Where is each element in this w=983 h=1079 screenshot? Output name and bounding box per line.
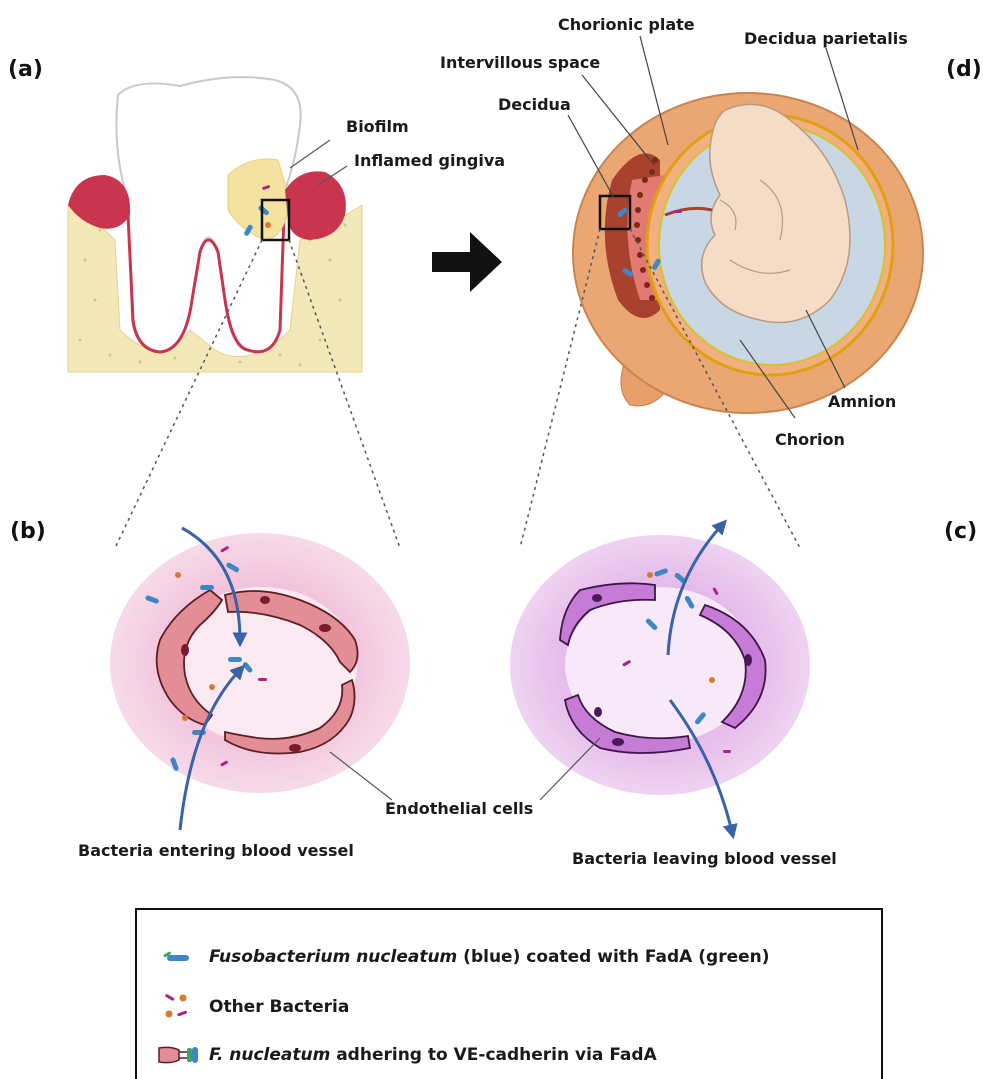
other-bacterium [258,678,267,681]
other-bacterium [182,715,188,721]
zoom-line [520,229,600,548]
legend: Fusobacterium nucleatum (blue) coated wi… [135,908,883,1079]
vessel-entering [110,528,410,830]
legend-adhere: F. nucleatum adhering to VE-cadherin via… [157,1040,657,1070]
other-bacterium [723,750,731,753]
panel-label-c: (c) [944,519,977,544]
label-bacteria-leaving: Bacteria leaving blood vessel [572,849,837,868]
tooth-illustration [68,77,362,372]
legend-adhere-name: F. nucleatum [209,1045,330,1065]
legend-other: Other Bacteria [157,992,349,1022]
legend-fuso: Fusobacterium nucleatum (blue) coated wi… [157,942,770,972]
label-amnion: Amnion [828,392,896,411]
other-bacterium [709,677,715,683]
label-decidua: Decidua [498,95,571,114]
panel-label-a: (a) [8,57,43,82]
leader-endothelial-left [330,752,392,800]
legend-fuso-rest: (blue) coated with FadA (green) [457,947,769,967]
other-bacteria-legend-icon [157,992,201,1022]
other-bacterium [674,210,682,213]
legend-adhere-rest: adhering to VE-cadherin via FadA [330,1045,656,1065]
fuso-legend-icon [157,942,201,972]
label-decidua-parietalis: Decidua parietalis [744,29,908,48]
label-chorion: Chorion [775,430,845,449]
panel-label-d: (d) [946,57,982,82]
fuso-bacterium [228,657,242,662]
other-bacterium [647,572,653,578]
vessel-leaving [510,525,810,832]
legend-other-label: Other Bacteria [209,997,349,1017]
other-bacterium [175,572,181,578]
label-inflamed-gingiva: Inflamed gingiva [354,151,505,170]
legend-fuso-name: Fusobacterium nucleatum [209,947,457,967]
label-biofilm: Biofilm [346,117,409,136]
placenta-illustration [573,93,923,413]
other-bacterium [209,684,215,690]
label-intervillous-space: Intervillous space [440,53,600,72]
progression-arrow [432,232,502,292]
fuso-bacterium [200,585,214,590]
label-chorionic-plate: Chorionic plate [558,15,695,34]
adhesion-legend-icon [157,1040,201,1070]
other-bacterium [265,222,271,228]
panel-label-b: (b) [10,519,46,544]
label-endothelial-cells: Endothelial cells [385,799,533,818]
label-bacteria-entering: Bacteria entering blood vessel [78,841,354,860]
